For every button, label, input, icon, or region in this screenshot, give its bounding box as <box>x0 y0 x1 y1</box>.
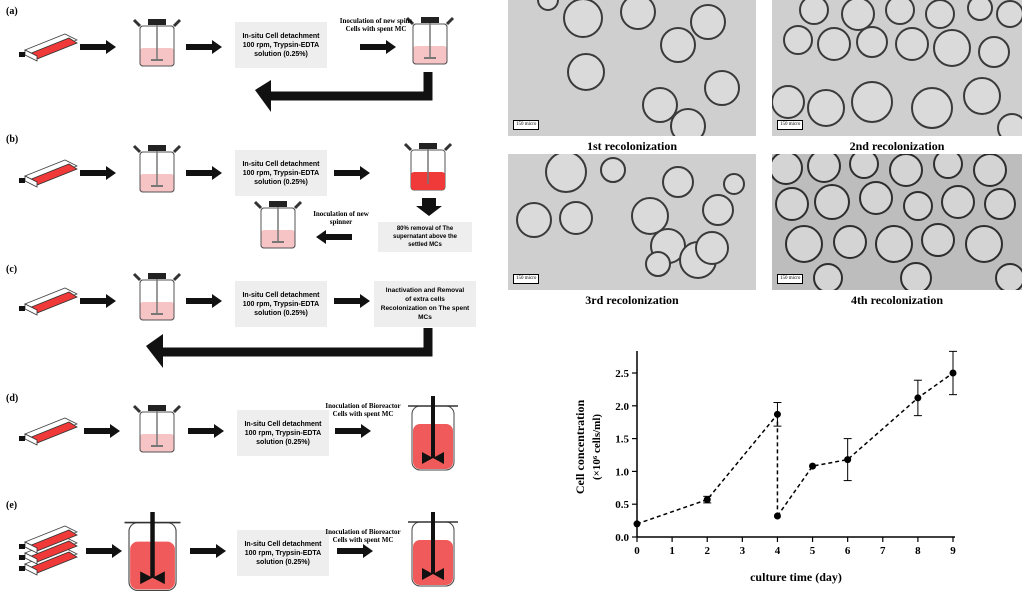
box-line: In-situ Cell detachment <box>244 540 322 548</box>
data-point <box>773 410 781 418</box>
box-line: In-situ Cell detachment <box>244 420 322 428</box>
detachment-box-d: In-situ Cell detachment 100 rpm, Trypsin… <box>237 410 329 456</box>
detachment-box-a: In-situ Cell detachment 100 rpm, Trypsin… <box>235 22 327 68</box>
micrograph-caption-1: 1st recolonization <box>586 139 678 153</box>
data-point <box>773 512 781 520</box>
note-line: Inoculation of Bioreactor <box>325 402 401 410</box>
data-point <box>949 369 957 377</box>
note-line: spinner <box>329 218 353 226</box>
removal-box-b: 80% removal of The supernatant above the… <box>378 222 472 252</box>
micrograph-3-image <box>508 154 756 290</box>
detachment-box-c: In-situ Cell detachment 100 rpm, Trypsin… <box>235 281 327 327</box>
y-tick-label: 1.5 <box>615 434 629 446</box>
box-line: solution (0.25%) <box>256 438 310 446</box>
box-line: 100 rpm, Trypsin-EDTA <box>242 41 320 49</box>
y-tick-label: 2.0 <box>615 401 629 413</box>
box-line: solution (0.25%) <box>254 50 308 58</box>
x-tick-label: 6 <box>845 545 851 557</box>
note-line: Cells with spent MC <box>345 25 407 33</box>
panel-label-e: (e) <box>6 500 18 511</box>
panel-label-a: (a) <box>6 6 18 17</box>
scale-bar: 150 micro <box>513 274 540 284</box>
x-tick-label: 2 <box>704 545 710 557</box>
x-tick-label: 1 <box>669 545 675 557</box>
x-tick-label: 3 <box>740 545 746 557</box>
box-line: solution (0.25%) <box>254 178 308 186</box>
y-axis-unit: (×10⁶ cells/ml) <box>591 414 603 480</box>
box-line: settled MCs <box>408 242 442 248</box>
micrograph-4-image <box>772 154 1022 290</box>
box-line: In-situ Cell detachment <box>242 32 320 40</box>
micrograph-4: 150 micro <box>772 154 1022 290</box>
box-line: solution (0.25%) <box>254 309 308 317</box>
panel-label-d: (d) <box>6 393 19 404</box>
y-tick-label: 0.0 <box>615 532 629 544</box>
x-tick-label: 8 <box>915 545 921 557</box>
data-point <box>633 520 641 528</box>
inoculation-note-d: Inoculation of Bioreactor Cells with spe… <box>318 402 408 418</box>
box-line: 100 rpm, Trypsin-EDTA <box>242 300 320 308</box>
detachment-box-b: In-situ Cell detachment 100 rpm, Trypsin… <box>235 150 327 196</box>
x-tick-label: 5 <box>810 545 816 557</box>
scale-bar: 150 micro <box>777 274 804 284</box>
scale-bar: 150 micro <box>777 120 804 130</box>
note-line: Inoculation of new <box>313 210 369 218</box>
box-line: In-situ Cell detachment <box>242 291 320 299</box>
y-tick-label: 0.5 <box>615 499 629 511</box>
cell-concentration-chart: 0 1 2 3 4 5 6 7 8 9 0.0 0.5 1.0 1.5 2.0 2.5 Cell concen… <box>573 350 957 584</box>
micrograph-1: 150 micro <box>508 0 756 136</box>
box-line: 100 rpm, Trypsin-EDTA <box>244 549 322 557</box>
series-line <box>776 372 954 517</box>
micrograph-1-image <box>508 0 756 136</box>
box-line: 100 rpm, Trypsin-EDTA <box>242 169 320 177</box>
scale-bar: 150 micro <box>513 120 540 130</box>
box-line: 80% removal of The <box>396 226 454 232</box>
box-line: supernatant above the <box>392 234 457 240</box>
x-axis-label: culture time (day) <box>750 570 842 584</box>
note-line: Cells with spent MC <box>332 410 394 418</box>
inoculation-note-e: Inoculation of Bioreactor Cells with spe… <box>318 528 408 544</box>
micrograph-2: 150 micro <box>772 0 1022 136</box>
box-line: Inactivation and Removal <box>385 287 465 294</box>
inactivation-box-c: Inactivation and Removal of extra cells … <box>374 281 476 327</box>
y-axis-label: Cell concentration <box>573 400 587 495</box>
box-line: of extra cells <box>405 296 445 303</box>
box-line: MCs <box>418 314 432 321</box>
micrograph-caption-3: 3rd recolonization <box>585 293 679 307</box>
process-diagram <box>18 15 459 592</box>
note-line: Cells with spent MC <box>332 536 394 544</box>
data-point <box>914 394 922 402</box>
box-line: 100 rpm, Trypsin-EDTA <box>244 429 322 437</box>
micrograph-3: 150 micro <box>508 154 756 290</box>
detachment-box-e: In-situ Cell detachment 100 rpm, Trypsin… <box>237 530 329 576</box>
data-point <box>809 462 817 470</box>
box-line: Recolonization on The spent <box>380 305 470 312</box>
y-tick-label: 1.0 <box>615 466 629 478</box>
micrograph-caption-2: 2nd recolonization <box>849 139 945 153</box>
x-tick-label: 0 <box>634 545 640 557</box>
series-line <box>636 413 779 525</box>
note-line: Inoculation of new spins <box>339 17 413 25</box>
box-line: solution (0.25%) <box>256 558 310 566</box>
box-line: In-situ Cell detachment <box>242 160 320 168</box>
y-tick-label: 2.5 <box>615 368 629 380</box>
panel-label-b: (b) <box>6 134 19 145</box>
data-point <box>703 496 711 504</box>
x-tick-label: 4 <box>775 545 781 557</box>
note-line: Inoculation of Bioreactor <box>325 528 401 536</box>
inoculation-note-a: Inoculation of new spins Cells with spen… <box>326 17 426 33</box>
micrograph-caption-4: 4th recolonization <box>850 293 944 307</box>
x-tick-label: 7 <box>880 545 886 557</box>
inoculation-note-b: Inoculation of new spinner <box>308 210 374 226</box>
panel-label-c: (c) <box>6 264 18 275</box>
x-tick-label: 9 <box>950 545 956 557</box>
micrograph-2-image <box>772 0 1022 136</box>
data-point <box>844 456 852 464</box>
